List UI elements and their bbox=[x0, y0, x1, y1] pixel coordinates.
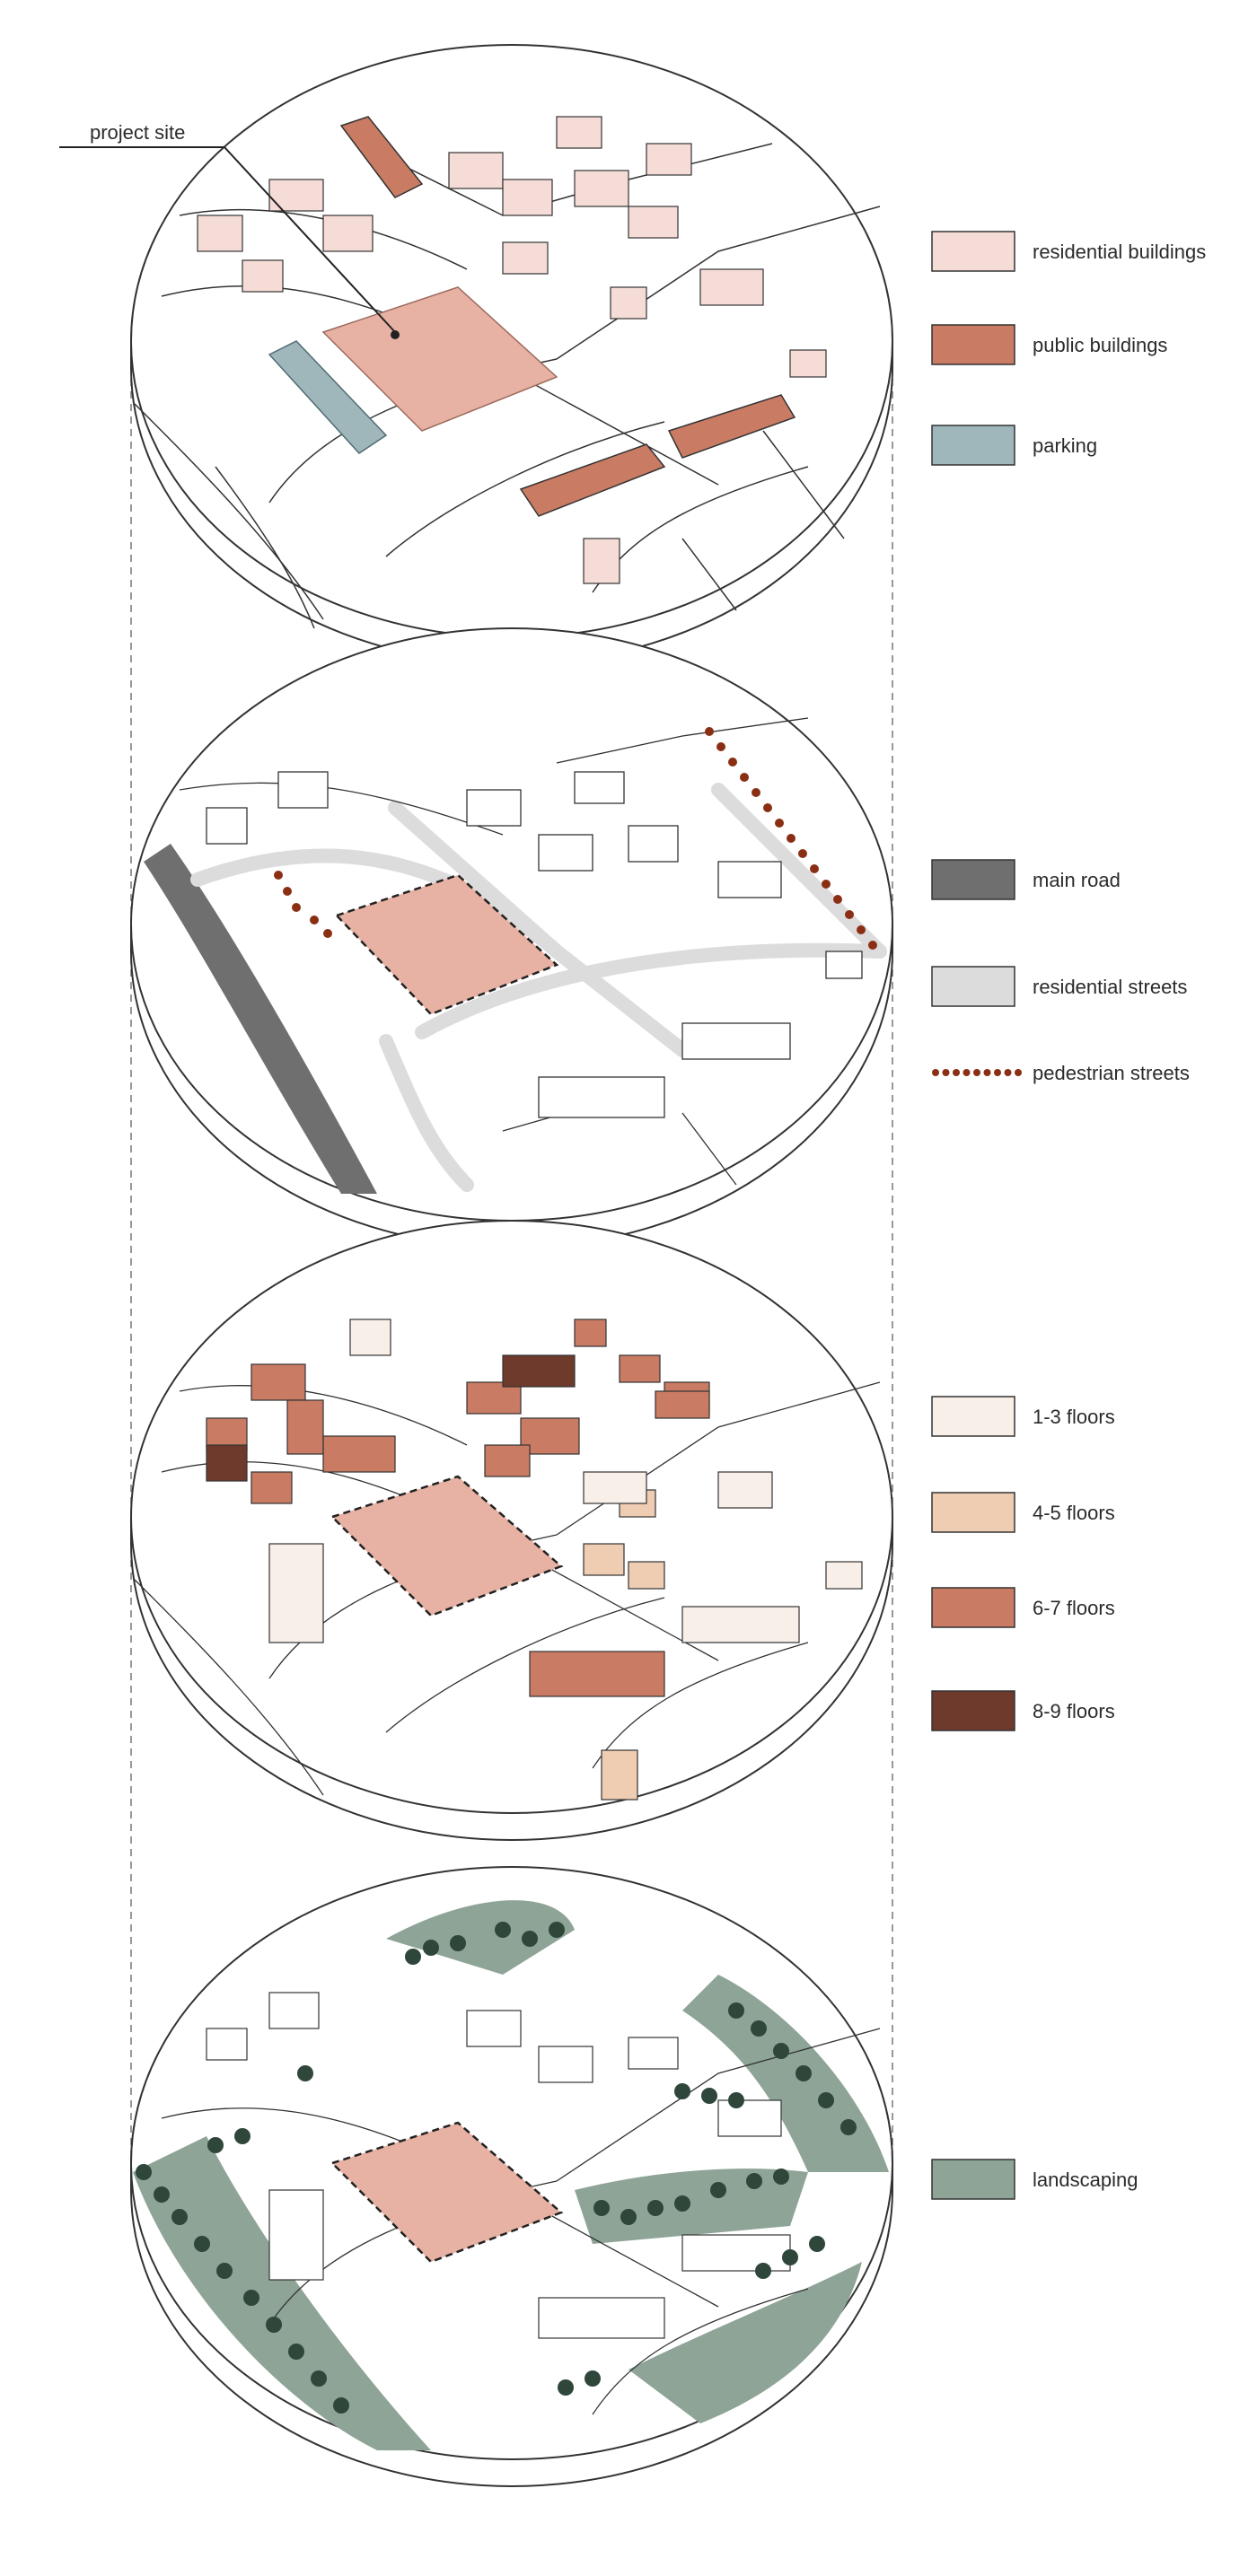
legend-swatch-floors-6-7 bbox=[931, 1587, 1015, 1628]
legend-swatch-pedestrian-dot bbox=[963, 1069, 971, 1076]
legend-swatch-floors-8-9 bbox=[931, 1690, 1015, 1731]
project-site-4 bbox=[330, 2121, 564, 2264]
legend-label-landscaping: landscaping bbox=[1033, 2169, 1138, 2191]
legend-swatch-pedestrian-dot bbox=[973, 1069, 980, 1076]
legend-swatch-pedestrian-dot bbox=[983, 1069, 991, 1076]
guide-lines bbox=[130, 341, 893, 2190]
parking-lot bbox=[268, 340, 388, 454]
legend-label-floors-4-5: 4-5 floors bbox=[1033, 1502, 1115, 1524]
public-building-c bbox=[339, 116, 424, 198]
legend-label-residential: residential buildings bbox=[1033, 241, 1206, 263]
legend-label-public: public buildings bbox=[1033, 334, 1167, 356]
project-site-1 bbox=[321, 286, 558, 432]
legend-swatch-main-road bbox=[931, 859, 1015, 900]
legend-label-floors-6-7: 6-7 floors bbox=[1033, 1597, 1115, 1619]
legend-label-parking: parking bbox=[1033, 434, 1097, 457]
legend-swatch-floors-4-5 bbox=[931, 1492, 1015, 1533]
legend-swatch-pedestrian-dot bbox=[1015, 1069, 1022, 1076]
project-site-2 bbox=[334, 873, 559, 1016]
legend-label-floors-1-3: 1-3 floors bbox=[1033, 1406, 1115, 1428]
legend-swatch-residential-streets bbox=[931, 966, 1015, 1007]
legends: residential buildings public buildings par… bbox=[931, 231, 1206, 2200]
main-road-shape bbox=[144, 844, 377, 1194]
legend-swatch-pedestrian-dot bbox=[953, 1069, 960, 1076]
disc-streets bbox=[130, 627, 893, 1249]
legend-label-floors-8-9: 8-9 floors bbox=[1033, 1700, 1115, 1722]
legend-swatch-residential bbox=[931, 231, 1015, 272]
legend-swatch-pedestrian-dot bbox=[994, 1069, 1001, 1076]
legend-swatch-floors-1-3 bbox=[931, 1396, 1015, 1437]
public-building-b bbox=[667, 394, 796, 459]
disc-heights bbox=[130, 1220, 893, 1841]
disc-land-use bbox=[130, 44, 893, 665]
legend-swatch-landscaping bbox=[931, 2159, 1015, 2200]
legend-swatch-parking bbox=[931, 425, 1015, 466]
legend-swatch-public bbox=[931, 324, 1015, 365]
project-site-callout: project site bbox=[59, 121, 400, 339]
legend-label-residential-streets: residential streets bbox=[1033, 976, 1187, 998]
legend-swatch-pedestrian-dot bbox=[932, 1069, 939, 1076]
public-building-a bbox=[519, 443, 666, 517]
project-site-3 bbox=[330, 1475, 564, 1617]
disc-green bbox=[130, 1866, 893, 2487]
legend-swatch-pedestrian-dot bbox=[1004, 1069, 1012, 1076]
legend-swatch-pedestrian-dot bbox=[942, 1069, 950, 1076]
legend-label-pedestrian: pedestrian streets bbox=[1033, 1062, 1190, 1084]
project-site-label: project site bbox=[90, 121, 185, 144]
legend-label-main-road: main road bbox=[1033, 869, 1121, 891]
